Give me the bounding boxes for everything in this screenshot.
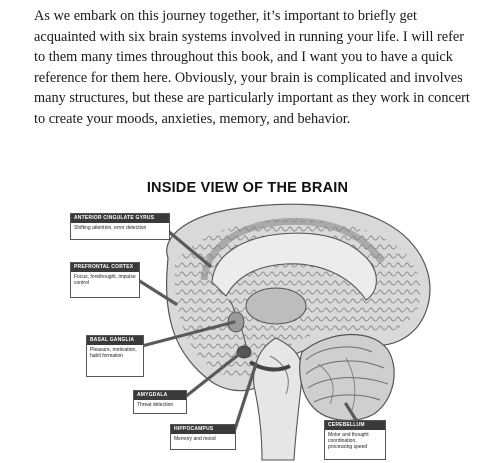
label-amygdala: AMYGDALA Threat detection	[133, 390, 187, 414]
figure-title: INSIDE VIEW OF THE BRAIN	[146, 180, 349, 196]
corpus-callosum	[211, 232, 377, 301]
label-description: Threat detection	[137, 402, 174, 408]
label-basal-ganglia: BASAL GANGLIA Pleasure, motivation, habi…	[86, 335, 144, 377]
label-heading: ANTERIOR CINGULATE GYRUS	[71, 214, 169, 223]
label-description: Pleasure, motivation, habit formation	[90, 347, 137, 360]
label-description: Focus, forethought, impulse control	[74, 274, 136, 287]
label-heading: CEREBELLUM	[325, 421, 385, 430]
label-prefrontal-cortex: PREFRONTAL CORTEX Focus, forethought, im…	[70, 262, 140, 298]
label-hippocampus: HIPPOCAMPUS Memory and mood	[170, 424, 236, 450]
label-description: Memory and mood	[174, 436, 216, 442]
brainstem	[253, 337, 303, 461]
body-paragraph: As we embark on this journey together, i…	[34, 8, 470, 127]
label-heading: BASAL GANGLIA	[87, 336, 143, 345]
label-anterior-cingulate-gyrus: ANTERIOR CINGULATE GYRUS Shifting attent…	[70, 213, 170, 240]
label-description: Motor and thought coordination, processi…	[328, 432, 369, 451]
label-cerebellum: CEREBELLUM Motor and thought coordinatio…	[324, 420, 386, 460]
label-heading: HIPPOCAMPUS	[171, 425, 235, 434]
label-heading: PREFRONTAL CORTEX	[71, 263, 139, 272]
label-heading: AMYGDALA	[134, 391, 186, 400]
label-description: Shifting attention, error detection	[74, 225, 147, 231]
hippocampus-shape	[248, 360, 291, 372]
